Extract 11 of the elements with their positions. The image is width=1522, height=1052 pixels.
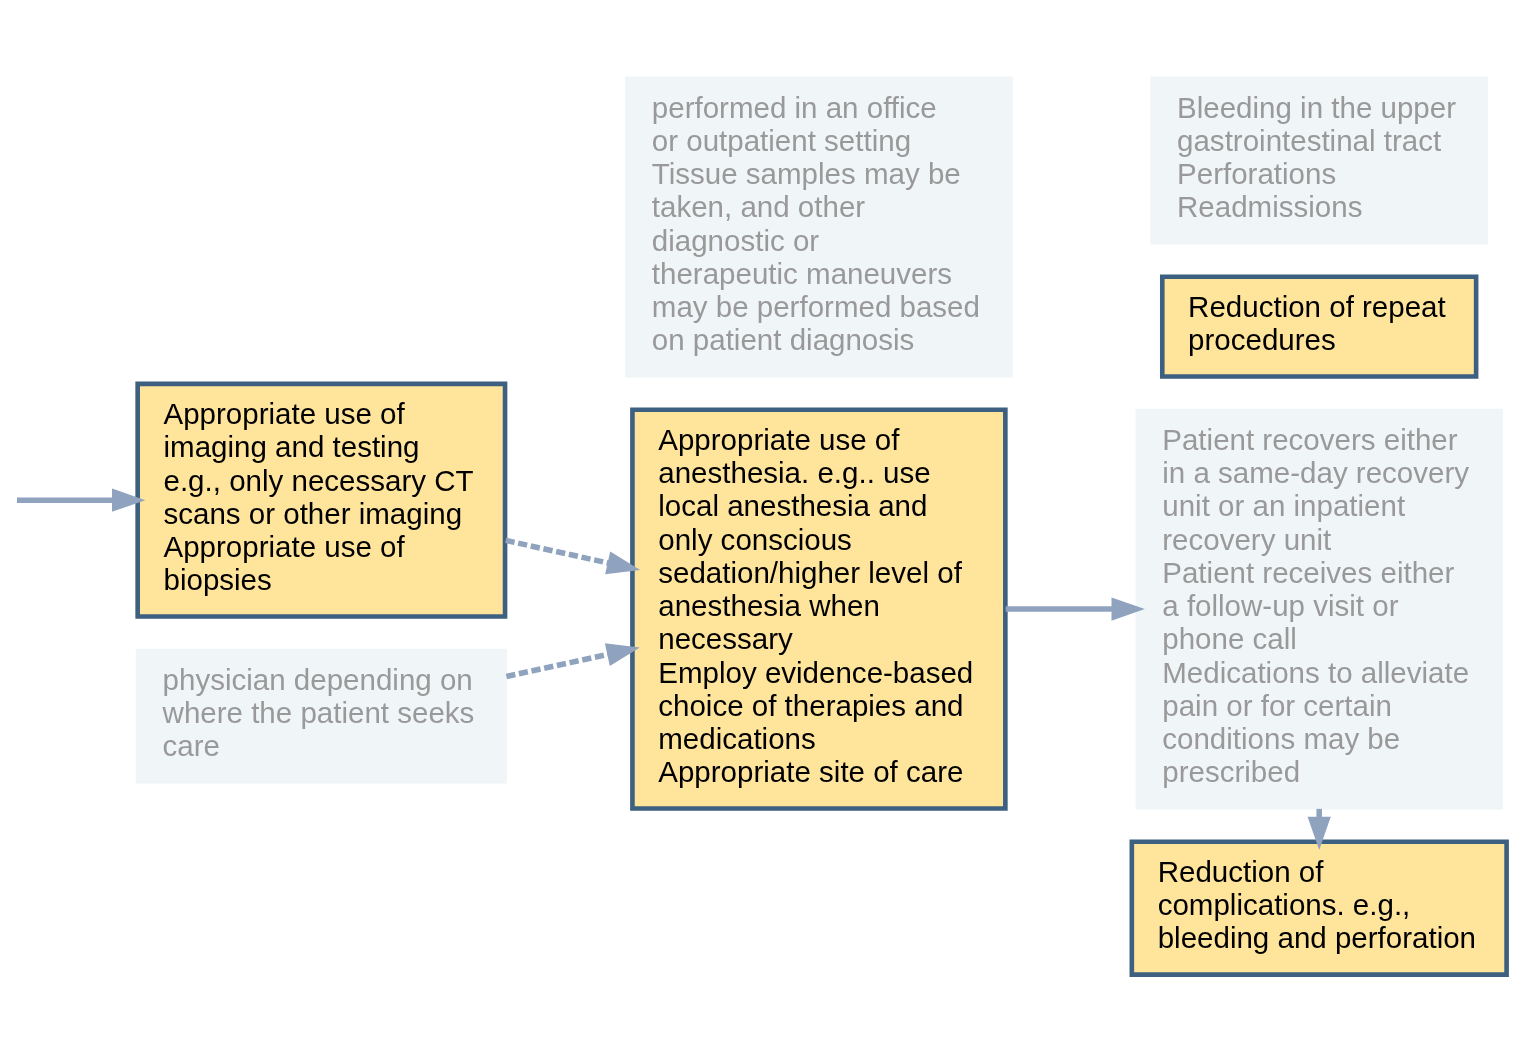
arrow: [16, 488, 146, 512]
arrow: [505, 643, 640, 680]
node-box: Reduction of repeat procedures: [1159, 274, 1479, 379]
node-box: physician depending on where the patient seeks care: [135, 648, 507, 784]
arrow: [1307, 808, 1331, 850]
node-box: Patient recovers either in a same-day recovery unit or an inpatient recovery unit Patient receives either a follow-up visit or phone call Medications to alleviate pain or for certain conditions may be prescribed: [1135, 408, 1503, 810]
node-box: Reduction of complications. e.g., bleeding and perforation: [1129, 839, 1509, 977]
node-box: Appropriate use of imaging and testing e.g., only necessary CT scans or other imaging Appropriate use of biopsies: [135, 381, 508, 619]
arrow: [505, 537, 641, 575]
node-box: Appropriate use of anesthesia. e.g.. use local anesthesia and only conscious sedation/higher level of anesthesia when necessary Employ evidence-based choice of therapies and medications Appropriate site of care: [630, 407, 1008, 811]
arrow: [1005, 597, 1145, 621]
